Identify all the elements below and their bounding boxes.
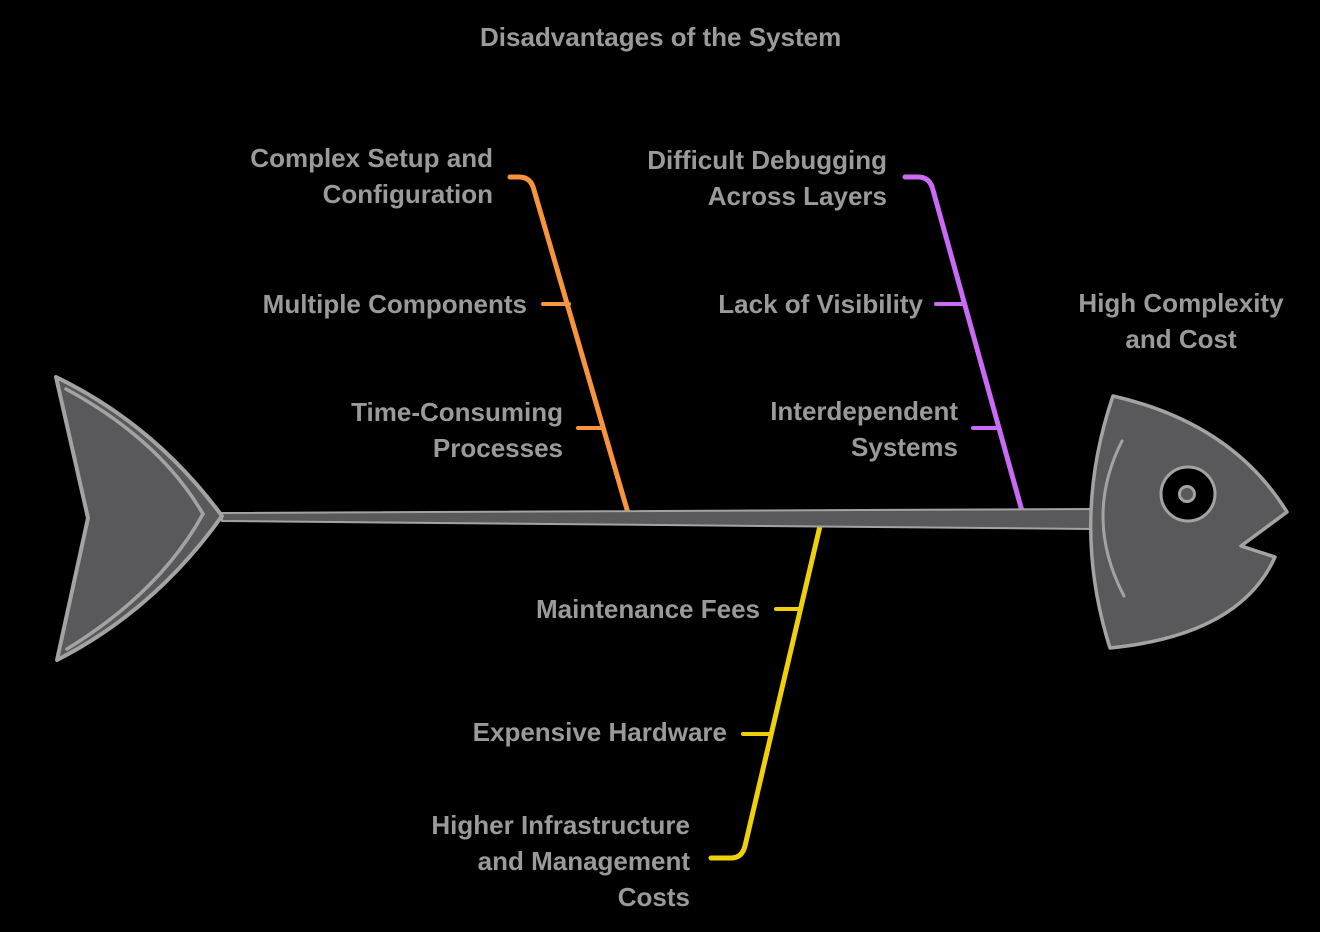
label-line: and Cost — [1125, 324, 1237, 354]
debugging-branch-line — [902, 174, 1025, 514]
debugging-branch-lines — [902, 174, 1025, 514]
cause-label-interdependent-systems: Interdependent Systems — [770, 393, 958, 465]
label-line: Complex Setup and — [250, 143, 493, 173]
setup-branch-lines — [507, 174, 631, 516]
fish-spine — [221, 508, 1093, 530]
label-line: Processes — [432, 433, 563, 463]
label-line: Expensive Hardware — [472, 717, 727, 747]
effect-label-high-complexity: High Complexity and Cost — [1061, 285, 1301, 357]
label-line: Time-Consuming — [351, 397, 563, 427]
setup-branch-line — [507, 174, 631, 516]
label-line: High Complexity — [1078, 288, 1284, 318]
cause-label-higher-infrastructure: Higher Infrastructure and Management Cos… — [431, 807, 690, 915]
label-line: Difficult Debugging — [647, 145, 887, 175]
label-line: Interdependent — [770, 396, 958, 426]
cause-label-lack-of-visibility: Lack of Visibility — [718, 286, 923, 322]
cause-label-time-consuming: Time-Consuming Processes — [351, 394, 563, 466]
cause-label-multiple-components: Multiple Components — [263, 286, 527, 322]
cause-label-maintenance-fees: Maintenance Fees — [536, 591, 760, 627]
fish-tail-shape — [54, 375, 224, 662]
label-line: Multiple Components — [262, 289, 527, 319]
cost-branch-lines — [708, 523, 823, 861]
label-line: and Management — [477, 846, 690, 876]
cause-label-complex-setup: Complex Setup and Configuration — [250, 140, 493, 212]
fish-pupil — [1178, 485, 1196, 503]
label-line: Across Layers — [707, 181, 887, 211]
label-line: Maintenance Fees — [536, 594, 760, 624]
label-line: Lack of Visibility — [718, 289, 923, 319]
cost-branch-line — [708, 523, 823, 861]
cause-label-expensive-hardware: Expensive Hardware — [473, 714, 727, 750]
label-line: Configuration — [322, 179, 493, 209]
diagram-title: Disadvantages of the System — [480, 22, 842, 52]
label-line: Costs — [617, 882, 690, 912]
fish-tail-detail-line — [64, 387, 206, 651]
label-line: Systems — [851, 432, 958, 462]
cause-label-difficult-debugging: Difficult Debugging Across Layers — [647, 142, 887, 214]
label-line: Higher Infrastructure — [431, 810, 690, 840]
fish-gill-line — [1101, 439, 1126, 598]
